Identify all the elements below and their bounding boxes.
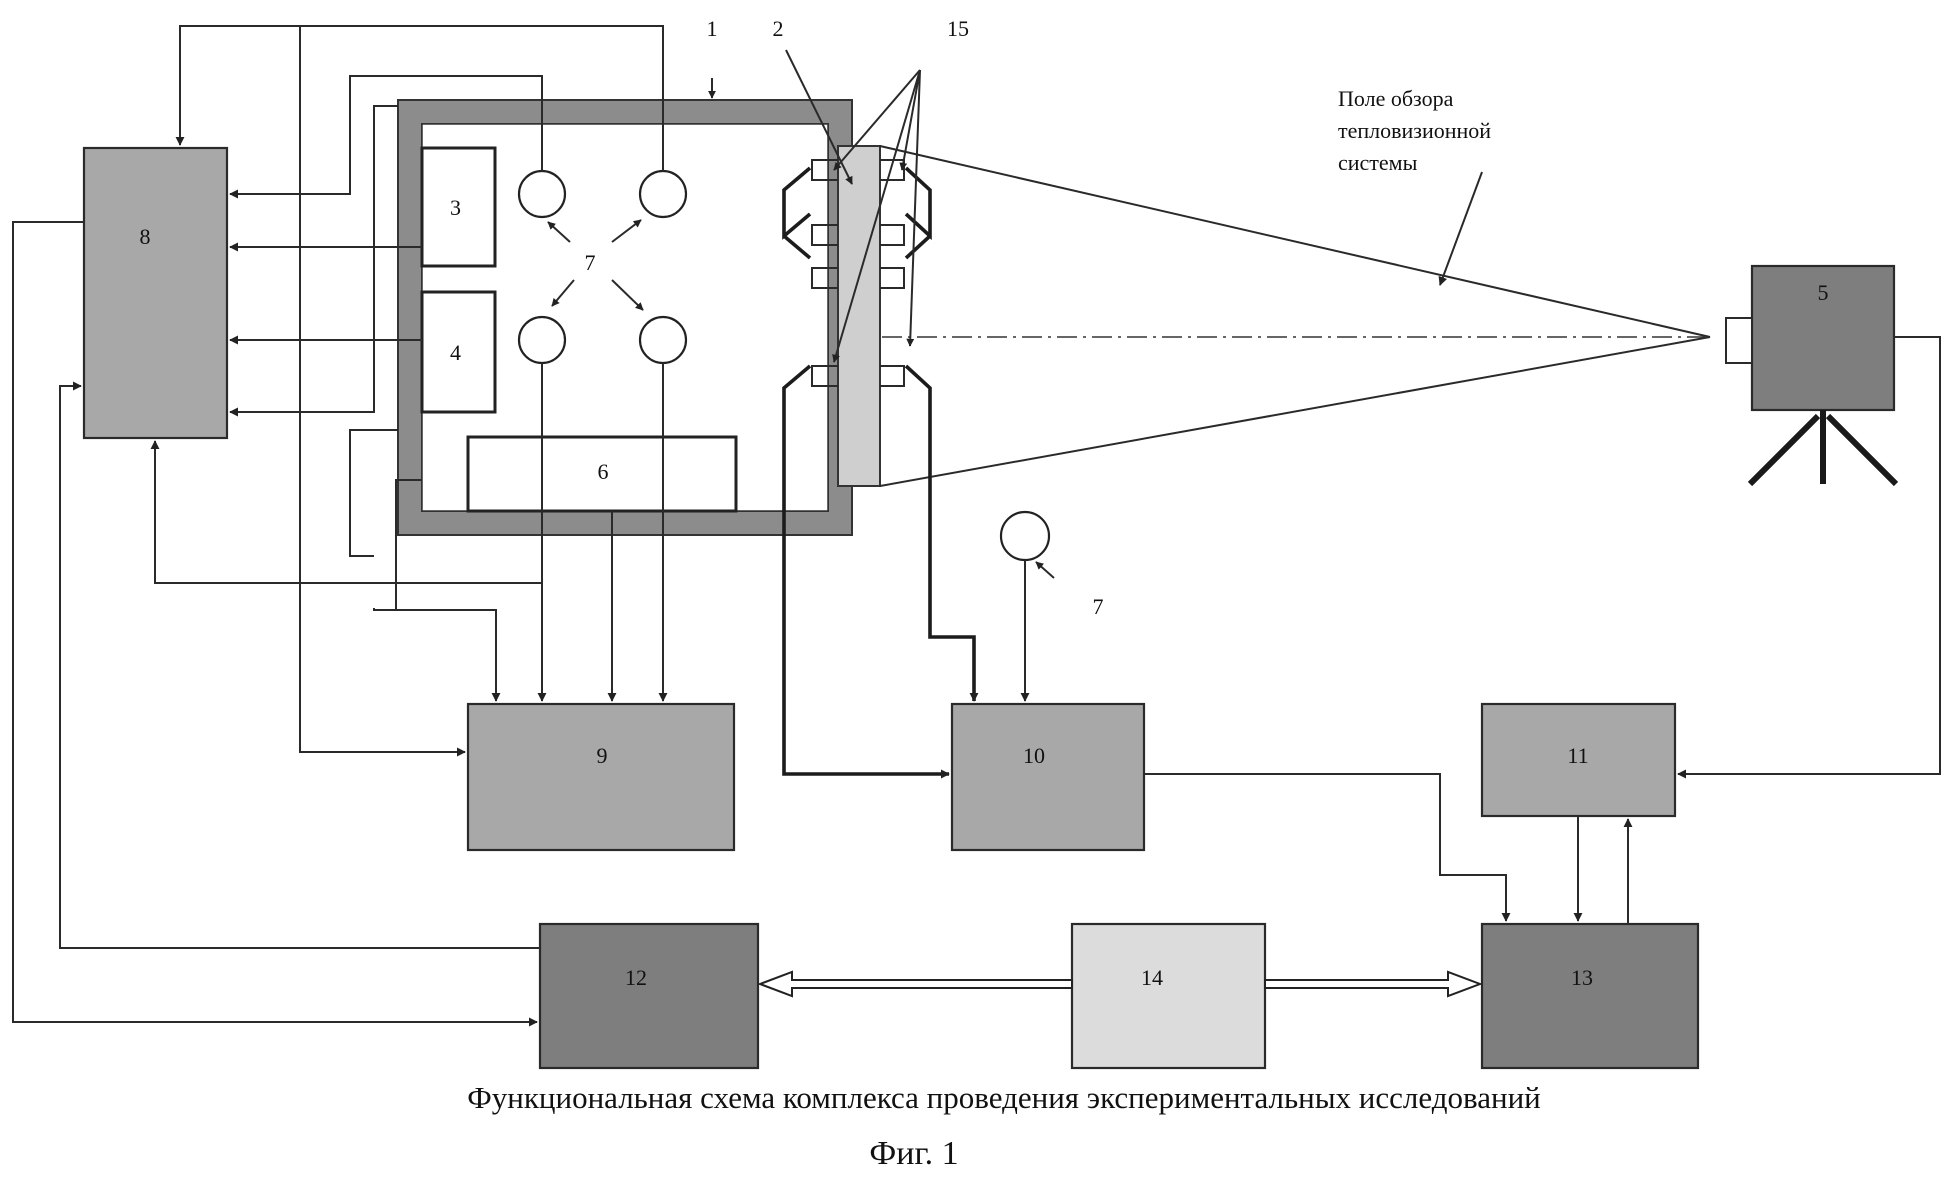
block-6-label: 6 bbox=[598, 459, 609, 484]
camera-lens bbox=[1726, 318, 1752, 363]
sensor-circle bbox=[519, 171, 565, 217]
sensor-group-label: 7 bbox=[585, 250, 596, 275]
block-9-label: 9 bbox=[597, 743, 608, 768]
sensor-external bbox=[1001, 512, 1049, 560]
sensor-circle bbox=[640, 171, 686, 217]
block-15-label: 15 bbox=[947, 16, 969, 41]
block-5-label: 5 bbox=[1818, 280, 1829, 305]
block-10-label: 10 bbox=[1023, 743, 1045, 768]
block-13-label: 13 bbox=[1571, 965, 1593, 990]
block-3-label: 3 bbox=[450, 195, 461, 220]
thermal-camera-5 bbox=[1726, 266, 1896, 484]
connection-lines bbox=[13, 26, 1940, 1022]
bus-arrow-14-to-12 bbox=[760, 972, 1072, 996]
field-of-view bbox=[880, 146, 1710, 486]
block-2-window bbox=[838, 146, 880, 486]
fov-note-line3: системы bbox=[1338, 150, 1418, 175]
block-9 bbox=[468, 704, 734, 850]
fov-note-line1: Поле обзора bbox=[1338, 86, 1454, 111]
block-4-label: 4 bbox=[450, 340, 461, 365]
block-2-label: 2 bbox=[773, 16, 784, 41]
block-12 bbox=[540, 924, 758, 1068]
block-8 bbox=[84, 148, 227, 438]
block-13 bbox=[1482, 924, 1698, 1068]
figure-number: Фиг. 1 bbox=[869, 1135, 958, 1172]
block-14 bbox=[1072, 924, 1265, 1068]
bus-arrow-14-to-13 bbox=[1265, 972, 1480, 996]
block-8-label: 8 bbox=[140, 224, 151, 249]
block-11-label: 11 bbox=[1567, 743, 1588, 768]
sensor-circle bbox=[640, 317, 686, 363]
figure-title: Функциональная схема комплекса проведени… bbox=[467, 1080, 1541, 1115]
sensor-circle bbox=[519, 317, 565, 363]
block-10 bbox=[952, 704, 1144, 850]
block-12-label: 12 bbox=[625, 965, 647, 990]
fov-note-line2: тепловизионной bbox=[1338, 118, 1491, 143]
block-14-label: 14 bbox=[1141, 965, 1163, 990]
block-1-label: 1 bbox=[707, 16, 718, 41]
sensor-external-label: 7 bbox=[1093, 594, 1104, 619]
